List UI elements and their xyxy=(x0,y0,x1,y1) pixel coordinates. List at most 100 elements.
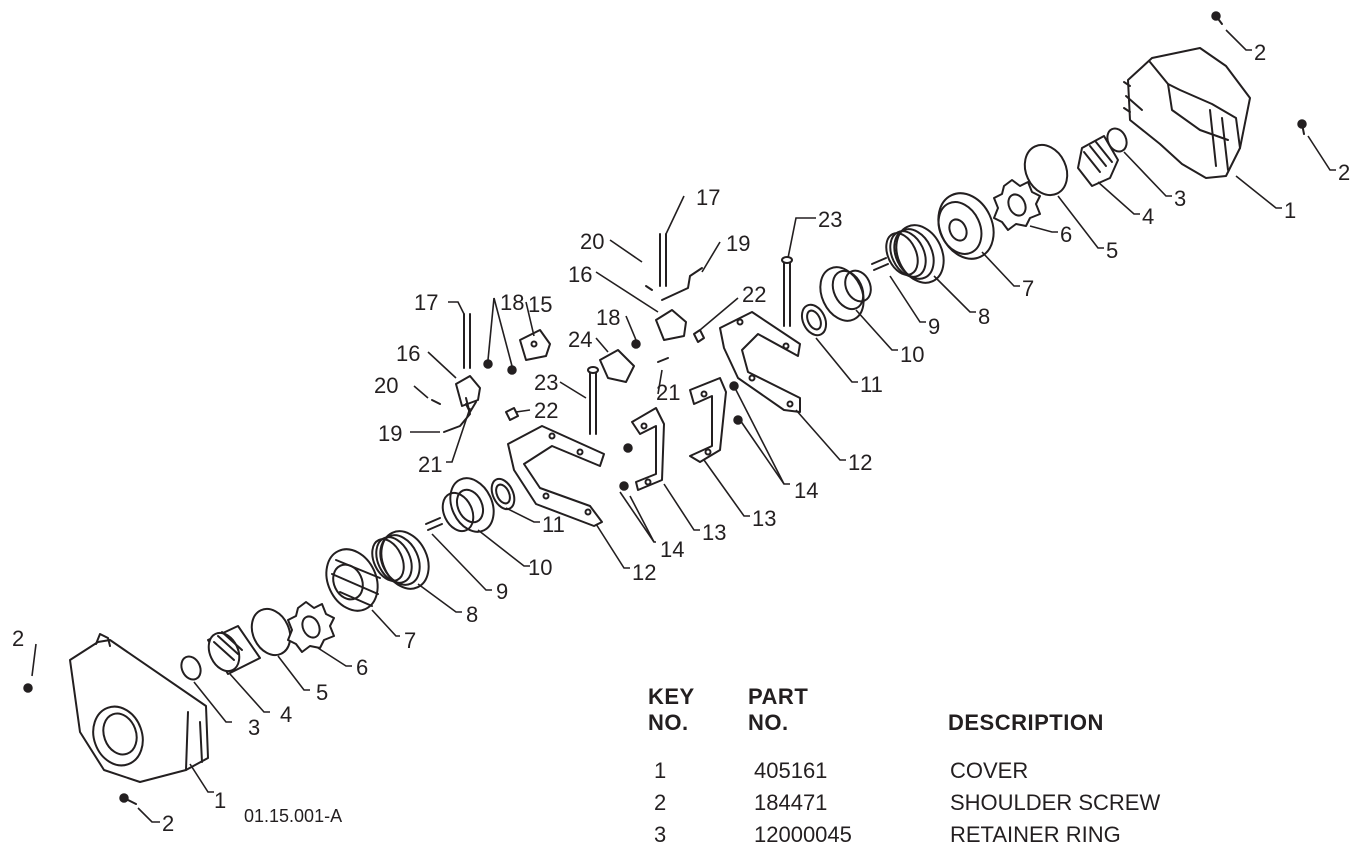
row-description: SHOULDER SCREW xyxy=(950,790,1161,815)
shoulder-screw-right-top xyxy=(1211,11,1223,25)
callout-23: 23 xyxy=(534,370,558,395)
callout-3: 3 xyxy=(1174,186,1186,211)
callout-2: 2 xyxy=(1338,160,1350,185)
callout-14: 14 xyxy=(794,478,818,503)
retainer-ring-left xyxy=(180,655,202,681)
key-pin-left xyxy=(425,517,443,531)
callout-20: 20 xyxy=(580,229,604,254)
row-description: RETAINER RING xyxy=(950,822,1121,843)
callout-7: 7 xyxy=(404,628,416,653)
callout-4: 4 xyxy=(280,702,292,727)
rotor-right xyxy=(937,192,995,260)
callout-24: 24 xyxy=(568,327,592,352)
bracket-bolts xyxy=(619,381,743,491)
callout-2: 2 xyxy=(162,811,174,836)
leader-lines xyxy=(31,29,1336,823)
callout-16: 16 xyxy=(396,341,420,366)
header-key-no: KEY NO. xyxy=(648,684,695,736)
star-washer-left xyxy=(287,601,335,653)
hub-left xyxy=(207,625,261,675)
callout-6: 6 xyxy=(1060,222,1072,247)
callout-14: 14 xyxy=(660,537,684,562)
shoulder-screw-left-top xyxy=(23,683,33,693)
shoulder-screw-left-bottom xyxy=(119,793,137,805)
callout-5: 5 xyxy=(316,680,328,705)
row-part-no: 184471 xyxy=(754,790,828,815)
o-ring-left xyxy=(250,607,292,657)
hub-sleeve-left xyxy=(441,477,495,533)
callout-8: 8 xyxy=(978,304,990,329)
table-row: 1 405161 COVER xyxy=(620,756,1360,786)
table-row: 3 12000045 RETAINER RING xyxy=(620,820,1360,843)
hub-sleeve-right xyxy=(819,266,872,322)
callout-13: 13 xyxy=(702,520,726,545)
callout-2: 2 xyxy=(12,626,24,651)
callout-5: 5 xyxy=(1106,238,1118,263)
parts-table: KEY NO. PART NO. DESCRIPTION 1 405161 CO… xyxy=(620,684,1360,843)
callout-19: 19 xyxy=(378,421,402,446)
callout-15: 15 xyxy=(528,292,552,317)
row-key-no: 1 xyxy=(654,758,667,783)
hub-right xyxy=(1077,135,1119,187)
header-description: DESCRIPTION xyxy=(948,710,1104,735)
callout-23: 23 xyxy=(818,207,842,232)
callout-10: 10 xyxy=(528,555,552,580)
callout-1: 1 xyxy=(1284,198,1296,223)
row-part-no: 12000045 xyxy=(754,822,852,843)
row-part-no: 405161 xyxy=(754,758,828,783)
callout-8: 8 xyxy=(466,602,478,627)
linkage-right xyxy=(599,233,705,383)
header-key-line1: KEY xyxy=(648,684,695,709)
row-key-no: 3 xyxy=(654,822,667,843)
washer-right xyxy=(800,303,828,337)
cover-left xyxy=(69,633,209,783)
callout-labels: 2 2 1 3 4 5 6 7 8 9 10 11 12 14 13 13 14… xyxy=(12,40,1350,836)
callout-19: 19 xyxy=(726,231,750,256)
rotor-left xyxy=(325,548,381,612)
callout-18: 18 xyxy=(500,290,524,315)
callout-7: 7 xyxy=(1022,276,1034,301)
channel-bracket-right xyxy=(689,377,727,463)
callout-9: 9 xyxy=(496,579,508,604)
callout-16: 16 xyxy=(568,262,592,287)
coil-spring-left xyxy=(371,530,430,590)
bracket-left xyxy=(507,425,605,527)
callout-11: 11 xyxy=(860,372,883,397)
header-part-no: PART NO. xyxy=(748,684,808,736)
bracket-right xyxy=(719,311,801,413)
cover-right xyxy=(1123,47,1251,179)
channel-bracket-left xyxy=(631,407,665,491)
header-part-line1: PART xyxy=(748,684,809,709)
row-description: COVER xyxy=(950,758,1029,783)
callout-17: 17 xyxy=(414,290,438,315)
callout-21: 21 xyxy=(418,452,442,477)
callout-12: 12 xyxy=(848,450,872,475)
long-bolt-left xyxy=(587,366,599,435)
o-ring-right xyxy=(1023,143,1069,197)
callout-17: 17 xyxy=(696,185,720,210)
callout-21: 21 xyxy=(656,380,680,405)
callout-22: 22 xyxy=(742,282,766,307)
table-row: 2 184471 SHOULDER SCREW xyxy=(620,788,1360,818)
coil-spring-right xyxy=(885,224,945,284)
shoulder-screw-right-side xyxy=(1297,119,1307,135)
key-pin-right xyxy=(871,257,889,271)
callout-3: 3 xyxy=(248,715,260,740)
callout-1: 1 xyxy=(214,788,226,813)
callout-10: 10 xyxy=(900,342,924,367)
washer-left xyxy=(490,477,516,511)
callout-4: 4 xyxy=(1142,204,1154,229)
callout-18: 18 xyxy=(596,305,620,330)
callout-13: 13 xyxy=(752,506,776,531)
callout-11: 11 xyxy=(542,512,565,537)
long-bolt-right xyxy=(781,256,793,327)
callout-9: 9 xyxy=(928,314,940,339)
callout-6: 6 xyxy=(356,655,368,680)
callout-22: 22 xyxy=(534,398,558,423)
header-part-line2: NO. xyxy=(748,710,789,735)
callout-12: 12 xyxy=(632,560,656,585)
linkage-left xyxy=(431,313,551,433)
row-key-no: 2 xyxy=(654,790,667,815)
callout-2: 2 xyxy=(1254,40,1266,65)
